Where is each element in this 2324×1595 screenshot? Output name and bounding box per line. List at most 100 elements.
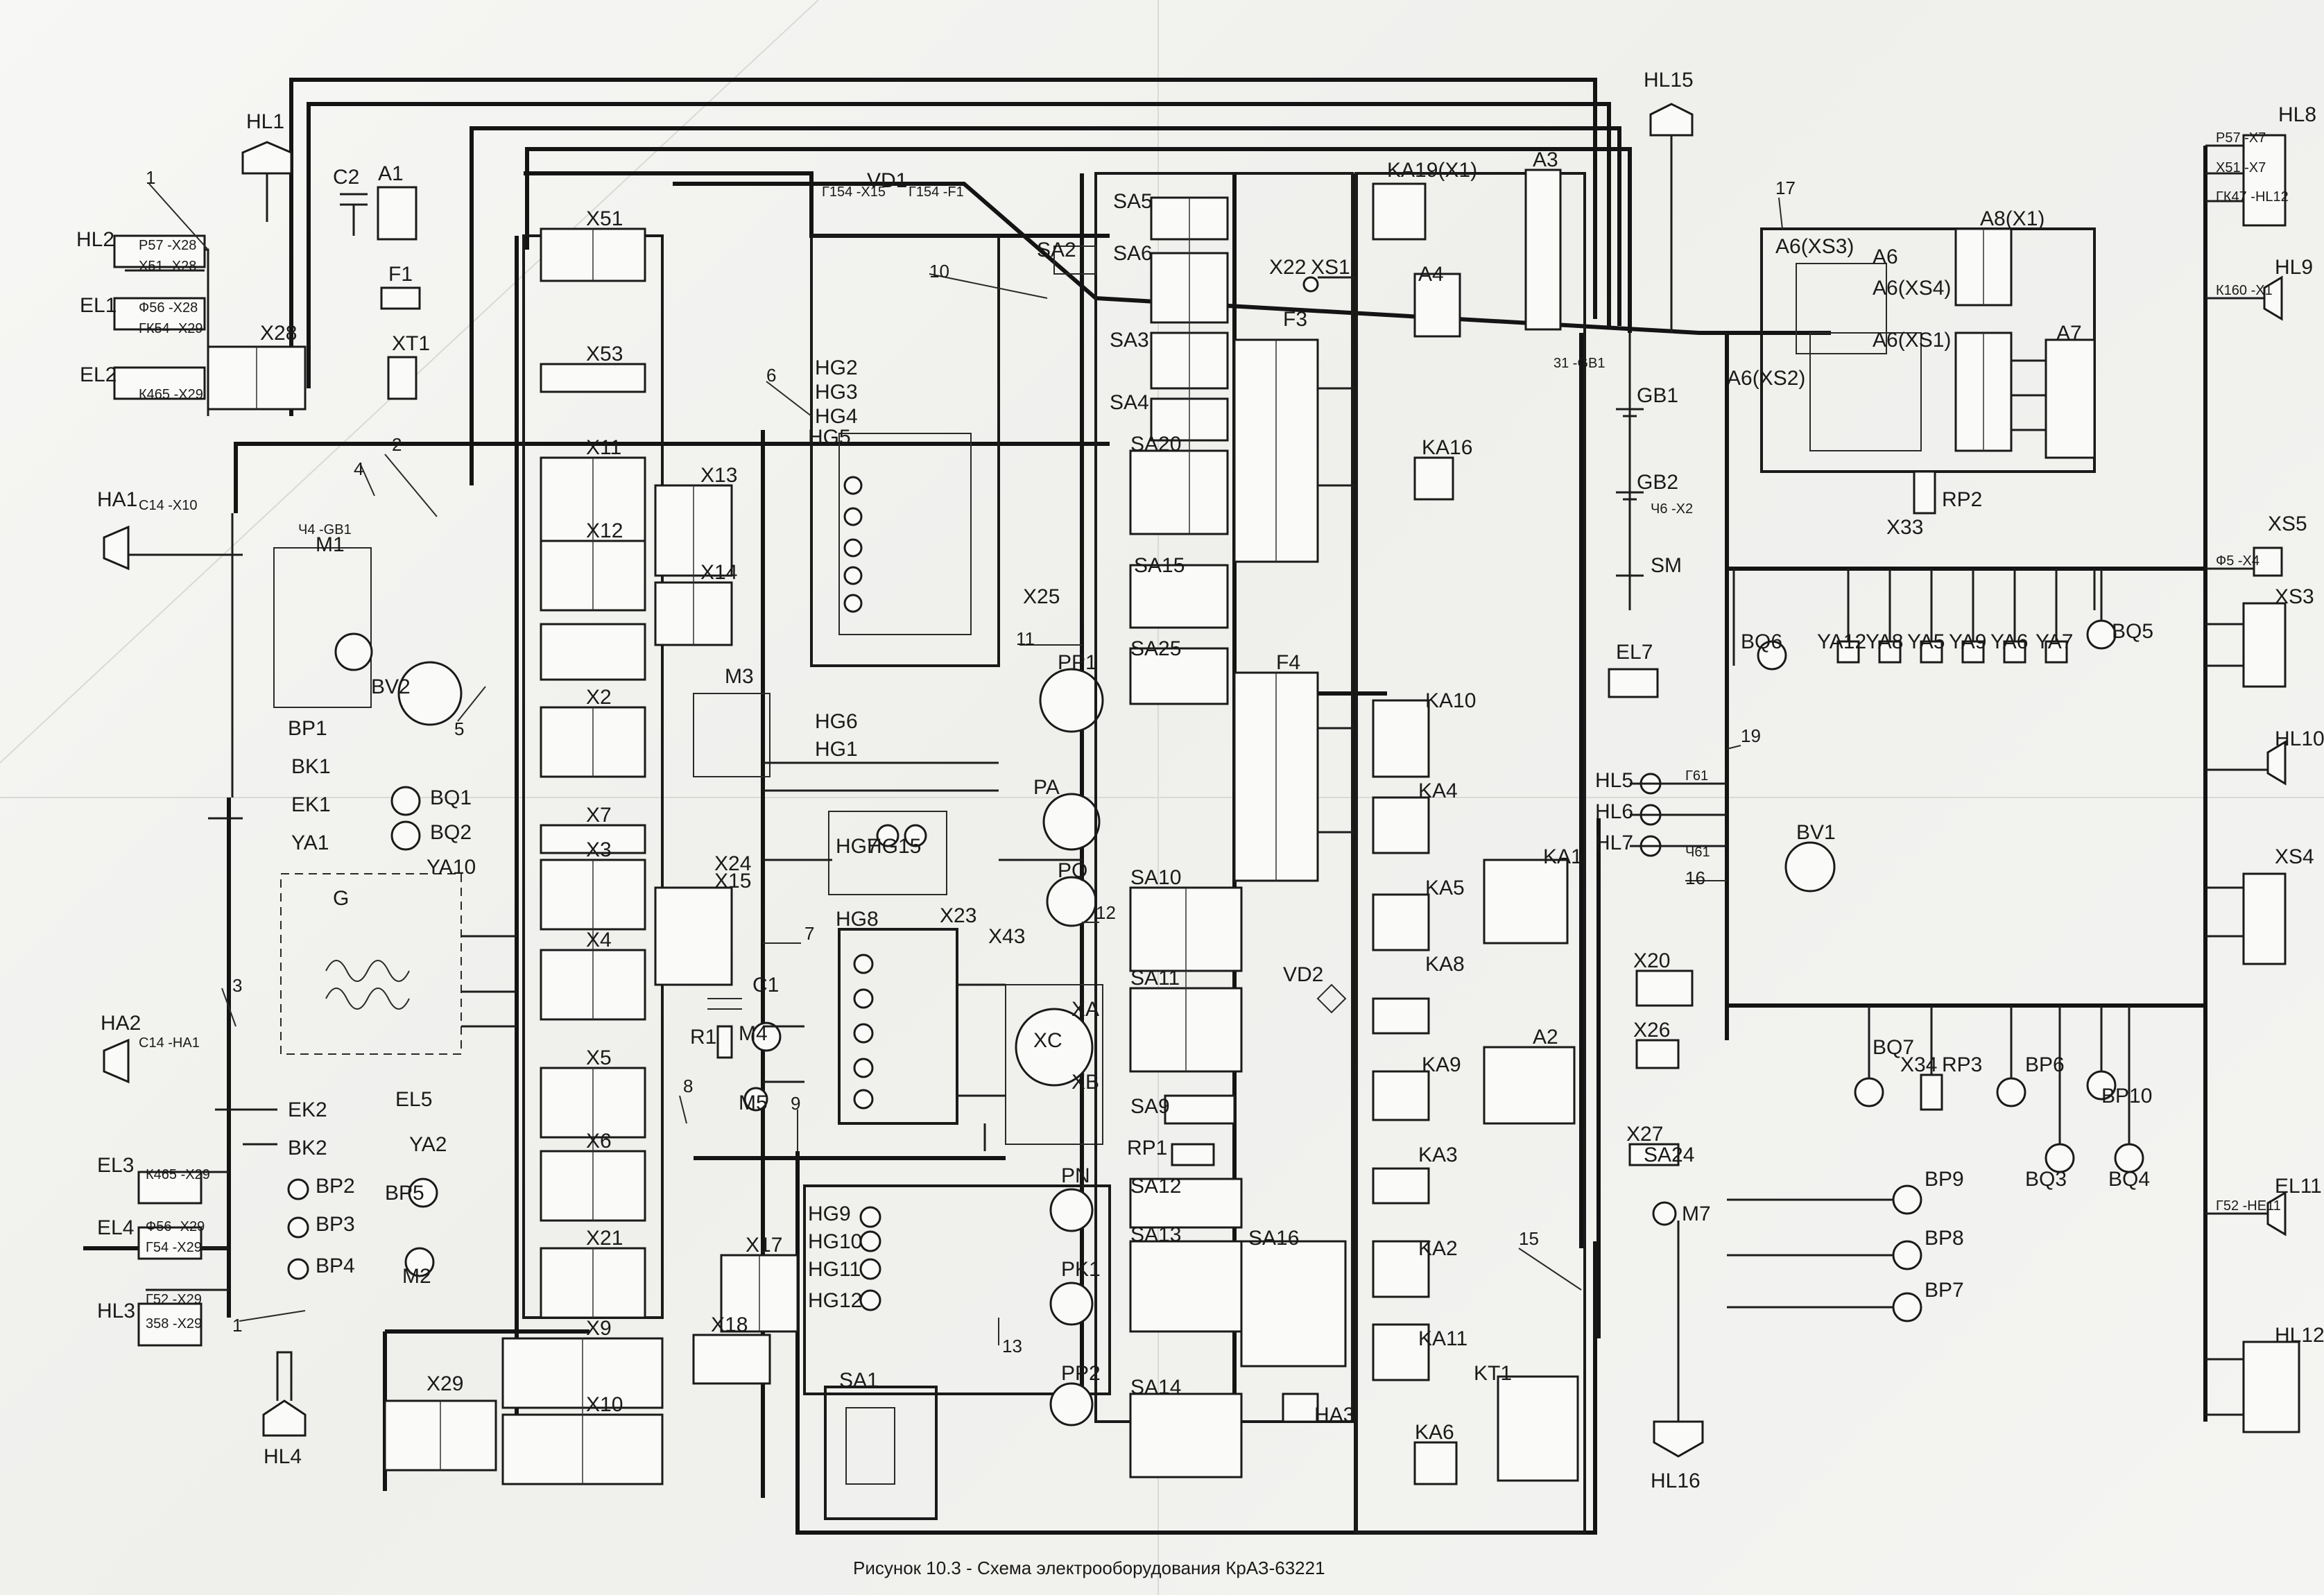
label-ka5: KA5 — [1425, 877, 1465, 899]
switch-sa9 — [1164, 1094, 1236, 1125]
lamp-hl9 — [2263, 275, 2283, 321]
label-bq5: BQ5 — [2112, 620, 2153, 643]
label-x24: X24 — [714, 852, 751, 875]
motor-m1 — [334, 632, 373, 671]
harness-number-n16: 16 — [1685, 868, 1705, 888]
label-hg8: HG8 — [836, 908, 879, 931]
label-x20: X20 — [1633, 949, 1670, 972]
label-x22: X22 — [1269, 256, 1306, 279]
label-ha2: HA2 — [101, 1012, 141, 1035]
wire-tag-w6: С14 -Х10 — [139, 498, 198, 513]
label-bv1: BV1 — [1796, 821, 1836, 844]
switch-sa25 — [1129, 647, 1229, 705]
motor-m2 — [404, 1247, 435, 1277]
wire-tag-w17: Ч6 -Х2 — [1651, 501, 1693, 517]
label-rp1: RP1 — [1127, 1137, 1167, 1159]
label-sa25: SA25 — [1130, 637, 1181, 660]
wire-tag-w3: Ф56 -Х28 — [139, 300, 198, 316]
label-sa24: SA24 — [1644, 1144, 1694, 1166]
horn-ha1 — [103, 525, 130, 571]
connector-x14-left — [540, 623, 646, 681]
label-a6xs2: A6(XS2) — [1727, 367, 1805, 390]
label-x28: X28 — [260, 322, 297, 345]
switch-sm — [1616, 548, 1644, 577]
wire-tag-w18: Р57 -Х7 — [2216, 130, 2266, 146]
indicator-panel-hg — [810, 234, 1000, 667]
label-xb: XB — [1071, 1071, 1099, 1094]
switch-column — [1053, 172, 1356, 1478]
lower-indicator-panel — [803, 1184, 1111, 1395]
label-el7: EL7 — [1616, 641, 1653, 664]
label-a1: A1 — [378, 162, 404, 185]
switch-sa20 — [1129, 449, 1229, 535]
label-x26: X26 — [1633, 1019, 1670, 1042]
motor-m7 — [1652, 1201, 1677, 1226]
gauge-pp2 — [1049, 1382, 1094, 1426]
label-x53: X53 — [586, 343, 623, 365]
sensor-bp2 — [287, 1178, 309, 1200]
socket-xs1 — [1302, 276, 1319, 293]
label-c2: C2 — [333, 166, 359, 189]
label-x17: X17 — [746, 1234, 782, 1257]
label-el1: EL1 — [80, 294, 117, 317]
label-hl2: HL2 — [76, 228, 114, 251]
label-vd2: VD2 — [1283, 963, 1323, 986]
label-sa11: SA11 — [1130, 967, 1180, 990]
lamp-holder-hl2 — [113, 234, 206, 268]
unit-a3 — [1524, 169, 1562, 331]
relay-ka2 — [1372, 1240, 1430, 1298]
label-ya10: YA10 — [427, 856, 476, 879]
label-ka6: KA6 — [1415, 1421, 1454, 1444]
label-x7: X7 — [586, 804, 612, 827]
label-ka11: KA11 — [1418, 1327, 1467, 1350]
label-x11: X11 — [586, 436, 621, 459]
label-bp9: BP9 — [1925, 1168, 1964, 1191]
wire-tag-w21: К160 -Х1 — [2216, 283, 2273, 298]
relay-ka1 — [1483, 859, 1569, 945]
label-f1: F1 — [388, 263, 413, 286]
label-ya1: YA1 — [291, 831, 329, 854]
harness-number-n19: 19 — [1741, 725, 1761, 746]
far-right-column — [2205, 134, 2300, 1433]
label-a2: A2 — [1533, 1026, 1558, 1049]
sensor-bq2 — [390, 820, 421, 851]
resistor-rp1 — [1171, 1143, 1215, 1166]
label-hl12: HL12 — [2275, 1324, 2324, 1347]
label-x4: X4 — [586, 929, 612, 951]
label-x12: X12 — [586, 519, 623, 542]
label-xa: XA — [1071, 998, 1099, 1021]
fuse-f1 — [380, 286, 421, 310]
lamp-hg7 — [876, 824, 900, 847]
harness-number-n6: 6 — [766, 365, 776, 386]
relay-ka6 — [1413, 1441, 1458, 1485]
label-ha1: HA1 — [97, 488, 137, 511]
harness-number-n10: 10 — [929, 261, 949, 282]
label-hl5: HL5 — [1595, 769, 1633, 792]
label-hl15: HL15 — [1644, 69, 1694, 92]
hg7-block — [828, 811, 947, 895]
label-f3: F3 — [1283, 308, 1307, 331]
relay-ka8 — [1372, 997, 1430, 1035]
label-sa16: SA16 — [1248, 1227, 1299, 1250]
label-el2: EL2 — [80, 363, 117, 386]
terminal-xt1 — [387, 356, 418, 400]
gauge-pa — [1042, 793, 1101, 851]
switch-sa13 — [1129, 1240, 1243, 1333]
wire-tag-w15: Ч4 -GB1 — [298, 522, 352, 537]
switch-sa16 — [1240, 1240, 1347, 1368]
label-ka4: KA4 — [1418, 779, 1458, 802]
label-ya7: YA7 — [2035, 630, 2073, 653]
fuse-dividers — [1185, 198, 1277, 1071]
label-bk1: BK1 — [291, 755, 331, 778]
wire-tag-w20: ГК47 -НL12 — [2216, 189, 2289, 205]
lamp-holder-hl8 — [2242, 134, 2287, 227]
label-rp2: RP2 — [1942, 488, 1982, 511]
label-pq: PQ — [1058, 859, 1087, 882]
wire-tag-w24: Г61 — [1685, 768, 1708, 784]
wire-tag-w8: К465 -Х29 — [146, 1167, 210, 1182]
label-x34: X34 — [1900, 1053, 1937, 1076]
label-x6: X6 — [586, 1130, 612, 1153]
wire-tag-w2: Х51 -Х28 — [139, 259, 196, 274]
label-el3: EL3 — [97, 1154, 134, 1177]
